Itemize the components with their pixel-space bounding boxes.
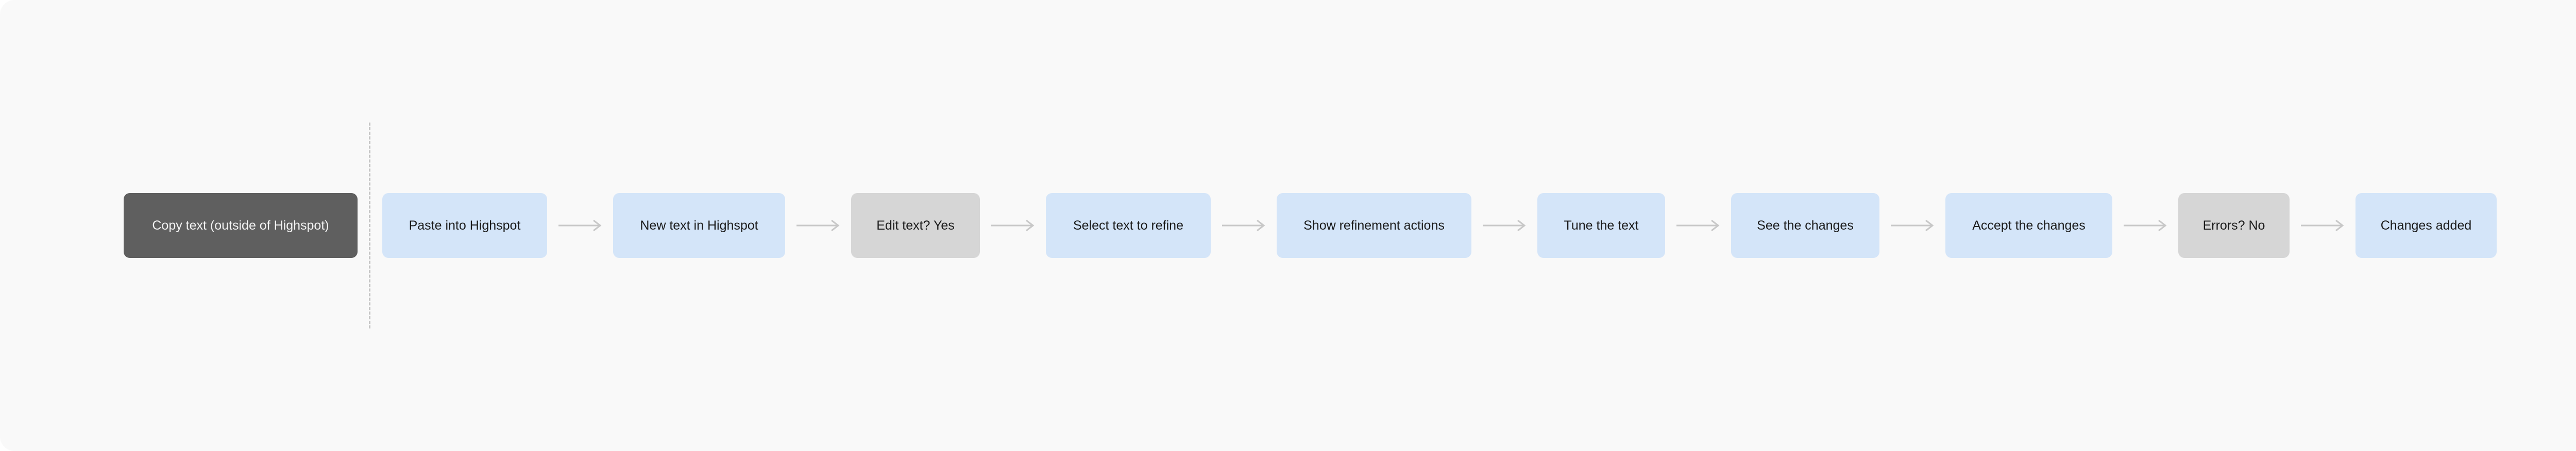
step-tune-the-text: Tune the text xyxy=(1537,193,1665,258)
step-errors-no: Errors? No xyxy=(2178,193,2290,258)
step-see-the-changes: See the changes xyxy=(1731,193,1879,258)
flow-arrow xyxy=(1676,219,1720,232)
step-paste-into-highspot: Paste into Highspot xyxy=(382,193,547,258)
step-accept-the-changes: Accept the changes xyxy=(1945,193,2112,258)
step-show-refinement-actions: Show refinement actions xyxy=(1277,193,1471,258)
step-edit-text-yes: Edit text? Yes xyxy=(851,193,980,258)
external-boundary-divider xyxy=(369,123,370,328)
step-changes-added: Changes added xyxy=(2355,193,2497,258)
step-new-text-in-highspot: New text in Highspot xyxy=(613,193,785,258)
step-copy-text: Copy text (outside of Highspot) xyxy=(124,193,358,258)
flow-arrow xyxy=(1483,219,1526,232)
flow-arrow xyxy=(1222,219,1265,232)
flow-arrow xyxy=(2301,219,2344,232)
step-select-text-to-refine: Select text to refine xyxy=(1046,193,1211,258)
flow-arrow xyxy=(558,219,602,232)
flow-arrow xyxy=(2124,219,2167,232)
flow-arrow xyxy=(1891,219,1934,232)
flow-arrow xyxy=(796,219,840,232)
flow-arrow xyxy=(991,219,1035,232)
